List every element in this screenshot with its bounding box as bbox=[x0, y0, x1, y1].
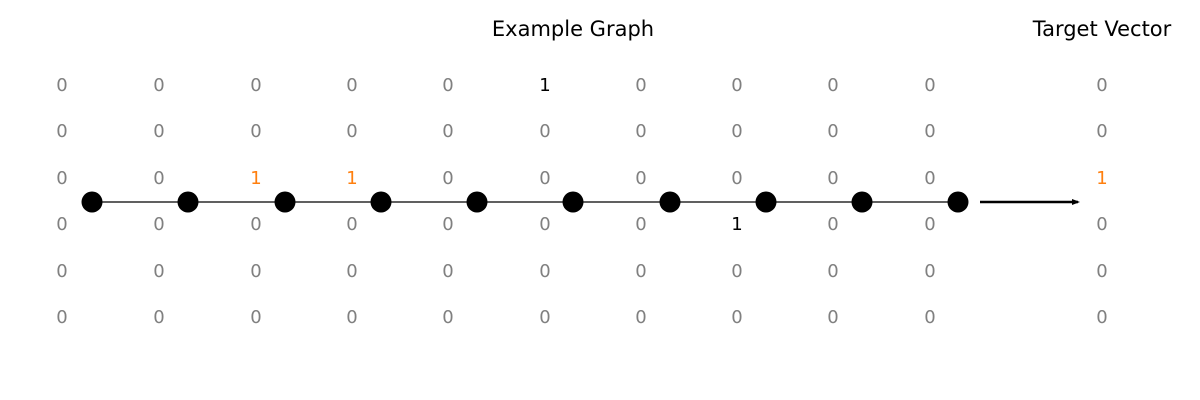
matrix-cell: 0 bbox=[153, 75, 164, 96]
matrix-cell: 0 bbox=[153, 121, 164, 142]
matrix-cell: 0 bbox=[442, 214, 453, 235]
matrix-cell: 0 bbox=[250, 261, 261, 282]
matrix-cell: 0 bbox=[731, 307, 742, 328]
matrix-cell: 0 bbox=[346, 75, 357, 96]
node-feature-matrix: 0 0 0 0 0 1 0 0 0 0 0 0 0 0 0 0 0 0 0 0 0 0 1 1 0 0 0 0 0 0 0 0 0 0 0 0 0 1 0 0… bbox=[56, 75, 935, 328]
graph-node bbox=[755, 191, 777, 213]
matrix-cell: 0 bbox=[539, 214, 550, 235]
graph-node bbox=[370, 191, 392, 213]
matrix-cell: 0 bbox=[924, 168, 935, 189]
matrix-cell: 0 bbox=[56, 307, 67, 328]
matrix-cell: 0 bbox=[635, 261, 646, 282]
matrix-cell: 0 bbox=[635, 168, 646, 189]
graph-node bbox=[177, 191, 199, 213]
matrix-cell: 1 bbox=[346, 168, 357, 189]
graph-node bbox=[947, 191, 969, 213]
matrix-cell: 0 bbox=[153, 261, 164, 282]
matrix-cell: 0 bbox=[827, 168, 838, 189]
matrix-cell: 1 bbox=[539, 75, 550, 96]
graph-title: Example Graph bbox=[492, 17, 654, 41]
target-vector-title: Target Vector bbox=[1032, 17, 1172, 41]
matrix-cell: 0 bbox=[924, 75, 935, 96]
matrix-cell: 0 bbox=[827, 214, 838, 235]
matrix-cell: 0 bbox=[539, 168, 550, 189]
matrix-cell: 0 bbox=[827, 75, 838, 96]
target-vector-cell: 0 bbox=[1096, 75, 1107, 96]
matrix-cell: 0 bbox=[56, 121, 67, 142]
target-vector-cell: 0 bbox=[1096, 307, 1107, 328]
matrix-cell: 0 bbox=[539, 261, 550, 282]
matrix-cell: 0 bbox=[56, 261, 67, 282]
matrix-cell: 0 bbox=[250, 75, 261, 96]
matrix-cell: 0 bbox=[250, 307, 261, 328]
graph-node bbox=[659, 191, 681, 213]
matrix-cell: 0 bbox=[442, 261, 453, 282]
matrix-cell: 0 bbox=[442, 307, 453, 328]
matrix-cell: 0 bbox=[827, 261, 838, 282]
matrix-cell: 0 bbox=[731, 121, 742, 142]
matrix-cell: 0 bbox=[56, 214, 67, 235]
matrix-cell: 0 bbox=[827, 307, 838, 328]
target-vector-cell: 0 bbox=[1096, 214, 1107, 235]
matrix-cell: 0 bbox=[346, 121, 357, 142]
graph-node bbox=[274, 191, 296, 213]
matrix-cell: 0 bbox=[442, 168, 453, 189]
matrix-cell: 1 bbox=[731, 214, 742, 235]
matrix-cell: 0 bbox=[346, 214, 357, 235]
graph-node bbox=[466, 191, 488, 213]
graph-node bbox=[81, 191, 103, 213]
graph-node bbox=[851, 191, 873, 213]
matrix-cell: 0 bbox=[635, 121, 646, 142]
matrix-cell: 0 bbox=[924, 307, 935, 328]
matrix-cell: 0 bbox=[635, 307, 646, 328]
matrix-cell: 0 bbox=[827, 121, 838, 142]
matrix-cell: 0 bbox=[635, 75, 646, 96]
target-vector: 0 0 1 0 0 0 bbox=[1096, 75, 1107, 328]
matrix-cell: 0 bbox=[346, 261, 357, 282]
matrix-cell: 0 bbox=[250, 214, 261, 235]
matrix-cell: 0 bbox=[924, 261, 935, 282]
matrix-cell: 0 bbox=[153, 307, 164, 328]
matrix-cell: 0 bbox=[56, 168, 67, 189]
graph-node bbox=[562, 191, 584, 213]
matrix-cell: 0 bbox=[539, 121, 550, 142]
matrix-cell: 0 bbox=[731, 261, 742, 282]
matrix-cell: 0 bbox=[924, 214, 935, 235]
matrix-cell: 0 bbox=[442, 121, 453, 142]
target-vector-cell: 0 bbox=[1096, 121, 1107, 142]
matrix-cell: 0 bbox=[153, 214, 164, 235]
matrix-cell: 0 bbox=[56, 75, 67, 96]
matrix-cell: 0 bbox=[153, 168, 164, 189]
matrix-cell: 0 bbox=[346, 307, 357, 328]
matrix-cell: 0 bbox=[442, 75, 453, 96]
target-vector-cell: 1 bbox=[1096, 168, 1107, 189]
matrix-cell: 1 bbox=[250, 168, 261, 189]
matrix-cell: 0 bbox=[539, 307, 550, 328]
matrix-cell: 0 bbox=[731, 168, 742, 189]
graph-nodes bbox=[81, 191, 969, 213]
matrix-cell: 0 bbox=[731, 75, 742, 96]
matrix-cell: 0 bbox=[250, 121, 261, 142]
matrix-cell: 0 bbox=[635, 214, 646, 235]
target-vector-cell: 0 bbox=[1096, 261, 1107, 282]
matrix-cell: 0 bbox=[924, 121, 935, 142]
